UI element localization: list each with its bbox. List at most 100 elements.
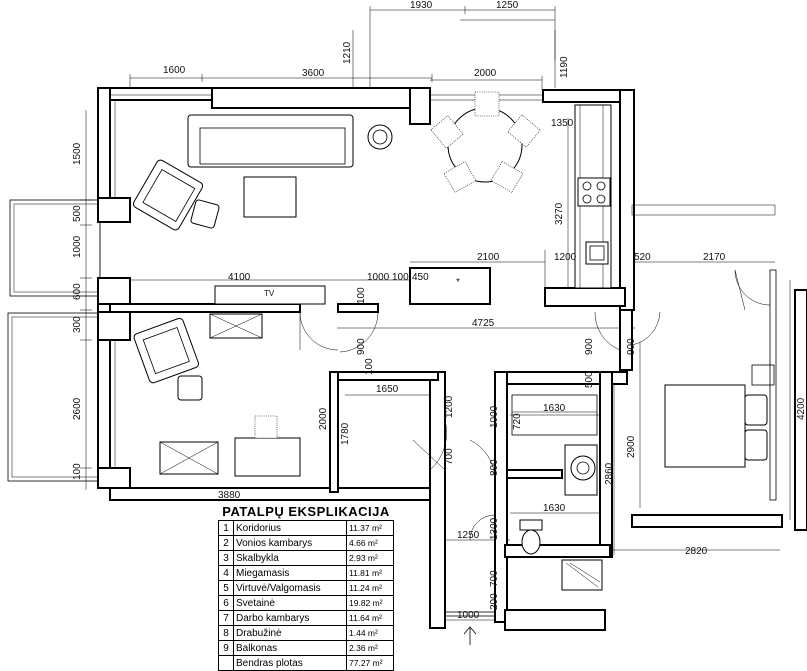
legend-cell-area: 4.66 m² — [346, 535, 394, 551]
dimension-label: 1190 — [559, 56, 570, 78]
dimension-label: 900 — [584, 338, 595, 355]
toilet-icon — [519, 519, 543, 555]
dimension-label: 1780 — [340, 422, 351, 445]
legend-cell-name: Darbo kambarys — [233, 610, 347, 626]
dimension-label: 700 — [489, 570, 500, 587]
storage-cross — [159, 441, 219, 475]
dimension-label: 2000 — [474, 68, 497, 79]
legend-cell-area: 19.82 m² — [346, 595, 394, 611]
tv-unit — [214, 285, 326, 305]
legend-cell-area: 11.24 m² — [346, 580, 394, 596]
dimension-label: 1350 — [551, 118, 574, 129]
dimension-label: 4100 — [228, 272, 251, 283]
legend-cell-n: 2 — [218, 535, 234, 551]
dimension-label: 3270 — [554, 202, 565, 225]
dimension-label: 100 — [364, 358, 375, 375]
dimension-label: 100 — [72, 463, 83, 480]
stove-icon — [577, 177, 611, 207]
dimension-label: 1500 — [72, 142, 83, 165]
legend-cell-n: 9 — [218, 640, 234, 656]
dimension-label: 520 — [634, 252, 651, 263]
dimension-label: 2000 — [318, 407, 329, 430]
dimension-label: 1650 — [376, 384, 399, 395]
legend-cell-n: 3 — [218, 550, 234, 566]
legend-cell-name: Miegamasis — [233, 565, 347, 581]
legend-cell-area: 2.93 m² — [346, 550, 394, 566]
walls — [97, 87, 807, 631]
legend-cell-area: 2.36 m² — [346, 640, 394, 656]
balcony-upper — [9, 199, 101, 297]
dimension-label: 1930 — [410, 0, 433, 11]
dimension-label: 2900 — [626, 435, 637, 458]
legend-cell-name: Svetainė — [233, 595, 347, 611]
dimension-label: 100 — [356, 287, 367, 304]
desk — [234, 437, 301, 477]
legend-cell-area: 1.44 m² — [346, 625, 394, 641]
ottoman — [190, 199, 220, 229]
dimension-label: 500 — [72, 205, 83, 222]
dimension-label: 1630 — [543, 503, 566, 514]
dimension-label: 900 — [356, 338, 367, 355]
legend-cell-name: Virtuvė/Valgomasis — [233, 580, 347, 596]
legend-cell-n: 7 — [218, 610, 234, 626]
dimension-label: 100 — [392, 272, 409, 283]
dimension-label: 800 — [489, 459, 500, 476]
dimension-label: 3880 — [218, 490, 241, 501]
dimension-label: 2600 — [72, 397, 83, 420]
dimension-label: 600 — [72, 283, 83, 300]
dimension-label: 300 — [72, 316, 83, 333]
dimension-label: 1300 — [489, 517, 500, 540]
dimension-label: 1000 — [489, 405, 500, 428]
bathtub-icon — [511, 394, 598, 436]
coffee-table — [243, 176, 297, 218]
dimension-label: 1000 — [457, 610, 480, 621]
legend-cell-n: 8 — [218, 625, 234, 641]
dining-table-icon — [430, 91, 541, 193]
legend-cell-name: Koridorius — [233, 520, 347, 536]
dimension-label: 3600 — [302, 68, 325, 79]
legend-cell-name: Vonios kambarys — [233, 535, 347, 551]
doors — [299, 269, 771, 541]
dimension-label: 700 — [444, 448, 455, 465]
legend-cell-n — [218, 655, 234, 671]
armchair-icon — [132, 159, 204, 231]
dimension-label: 1250 — [496, 0, 519, 11]
legend-cell-area: 11.37 m² — [346, 520, 394, 536]
ottoman — [177, 375, 203, 401]
dimension-label: 1630 — [543, 403, 566, 414]
bed-icon — [664, 364, 775, 468]
dimension-label: 450 — [412, 272, 429, 283]
legend-cell-n: 4 — [218, 565, 234, 581]
legend-total-label: Bendras plotas — [233, 655, 347, 671]
legend-title: PATALPŲ EKSPLIKACIJA — [222, 504, 390, 519]
legend-cell-name: Balkonas — [233, 640, 347, 656]
legend-cell-n: 1 — [218, 520, 234, 536]
dimension-label: 1200 — [444, 395, 455, 418]
dimension-label: 4725 — [472, 318, 495, 329]
plant-icon — [254, 415, 278, 439]
round-stool-icon — [367, 124, 393, 150]
dimension-label: 1600 — [163, 65, 186, 76]
legend-total-area: 77.27 m² — [346, 655, 394, 671]
legend-cell-n: 5 — [218, 580, 234, 596]
legend-cell-name: Skalbykla — [233, 550, 347, 566]
asterisk-mark: * — [456, 277, 460, 288]
legend-cell-n: 6 — [218, 595, 234, 611]
dimension-label: 1210 — [342, 41, 353, 64]
dimension-label: 1250 — [457, 530, 480, 541]
dimension-label: 720 — [512, 413, 523, 430]
dimension-label: 2820 — [685, 546, 708, 557]
